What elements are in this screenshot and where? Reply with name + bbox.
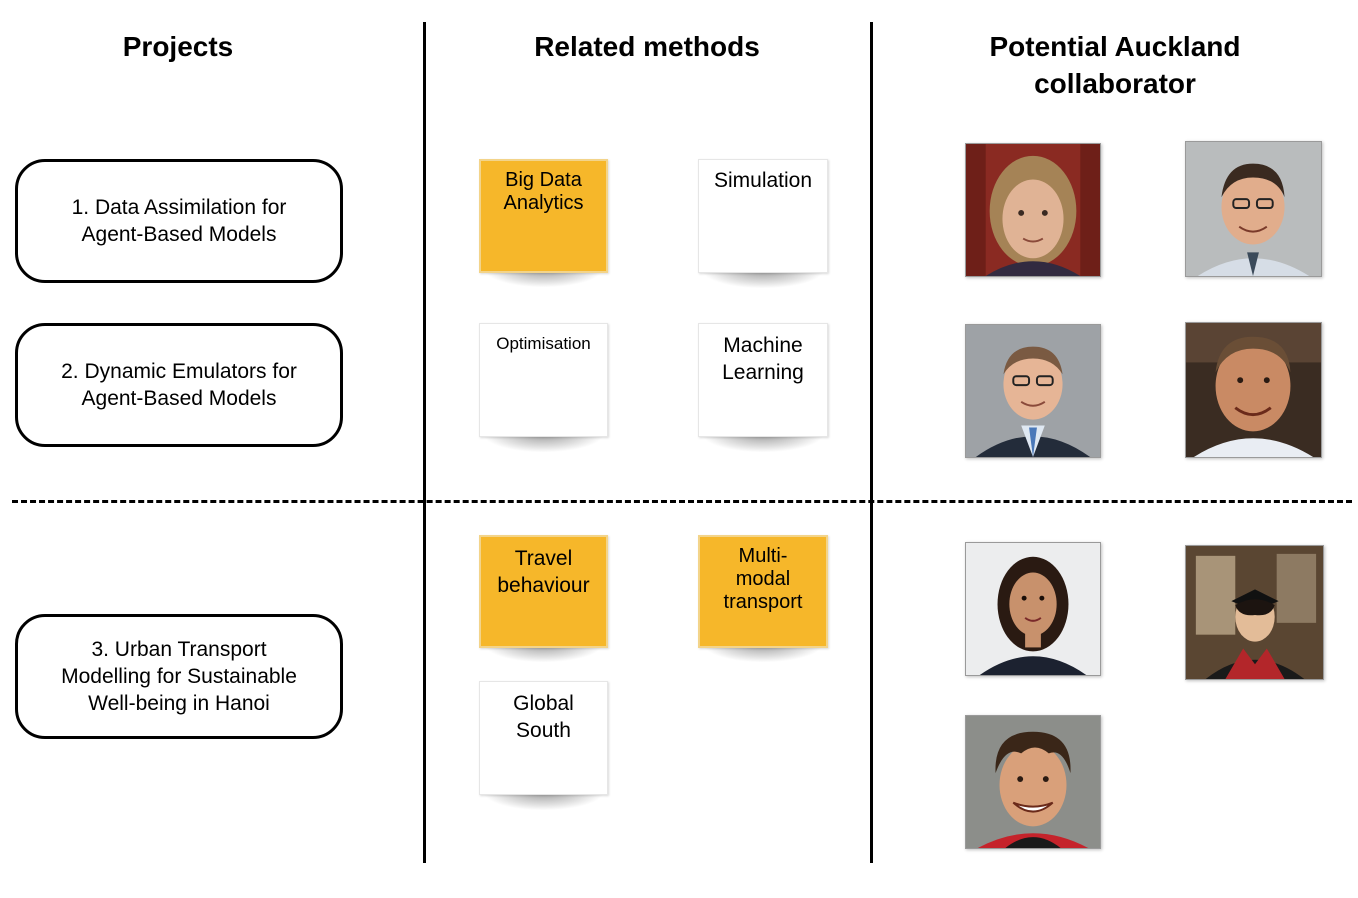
method-note-travel-behaviour: Travel behaviour	[479, 535, 608, 662]
collaborators-heading: Potential Auckland collaborator	[989, 31, 1241, 99]
portrait-photo-3	[965, 324, 1101, 458]
portrait-photo-6	[1185, 545, 1324, 680]
projects-heading: Projects	[122, 31, 234, 62]
portrait-photo-1	[965, 143, 1101, 277]
method-note-optimisation: Optimisation	[479, 323, 608, 452]
row-divider-dashed	[12, 500, 1352, 503]
column-divider-right	[870, 22, 873, 863]
portrait-photo-2	[1185, 141, 1322, 277]
method-note-big-data-analytics: Big Data Analytics	[479, 159, 608, 287]
project-box-1: 1. Data Assimilation for Agent-Based Mod…	[15, 159, 343, 283]
portrait-photo-4	[1185, 322, 1322, 458]
portrait-photo-5	[965, 542, 1101, 676]
method-note-machine-learning: Machine Learning	[698, 323, 828, 452]
portrait-photo-7	[965, 715, 1101, 849]
methods-heading: Related methods	[534, 31, 760, 62]
column-divider-left	[423, 22, 426, 863]
method-note-simulation: Simulation	[698, 159, 828, 288]
project-box-2: 2. Dynamic Emulators for Agent-Based Mod…	[15, 323, 343, 447]
project-box-3: 3. Urban Transport Modelling for Sustain…	[15, 614, 343, 739]
method-note-global-south: Global South	[479, 681, 608, 810]
method-note-multi-modal-transport: Multi- modal transport	[698, 535, 828, 662]
